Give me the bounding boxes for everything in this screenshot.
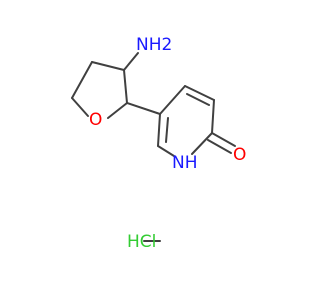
amino-group-label: NH2 bbox=[136, 35, 172, 55]
bond-c2-o-carbonyl-1 bbox=[211, 132, 236, 147]
ring-nh-label: NH bbox=[172, 153, 198, 173]
bond-c2-pyridinone bbox=[126, 102, 161, 115]
oxolane-ring bbox=[71, 61, 128, 119]
bond-c6-c5 bbox=[157, 113, 161, 147]
bond-c2-n1 bbox=[191, 132, 213, 155]
bond-c4-c3 bbox=[184, 85, 215, 101]
pyridinone-ring bbox=[157, 85, 215, 157]
bond-c4-c5 bbox=[71, 61, 93, 99]
bond-c2-c3 bbox=[123, 69, 128, 104]
carbonyl-oxygen-label: O bbox=[233, 145, 246, 165]
bond-c6-c5-double bbox=[165, 117, 169, 143]
bond-n1-c6 bbox=[157, 145, 175, 157]
chemical-structure-diagram: NH2 O NH O HCl bbox=[71, 35, 246, 252]
bond-o-c2 bbox=[107, 102, 128, 119]
bond-c4-c3-double bbox=[186, 93, 210, 106]
bond-c2-o-carbonyl-2 bbox=[207, 139, 232, 154]
bond-c3-c4 bbox=[91, 61, 125, 71]
bond-c3-c2 bbox=[211, 99, 215, 134]
hcl-salt-label: HCl bbox=[127, 232, 156, 252]
bond-c3-n-amino bbox=[123, 52, 139, 71]
bond-c5-c4 bbox=[159, 85, 186, 115]
ring-oxygen-label: O bbox=[89, 110, 102, 130]
bond-c5-o bbox=[71, 97, 89, 117]
